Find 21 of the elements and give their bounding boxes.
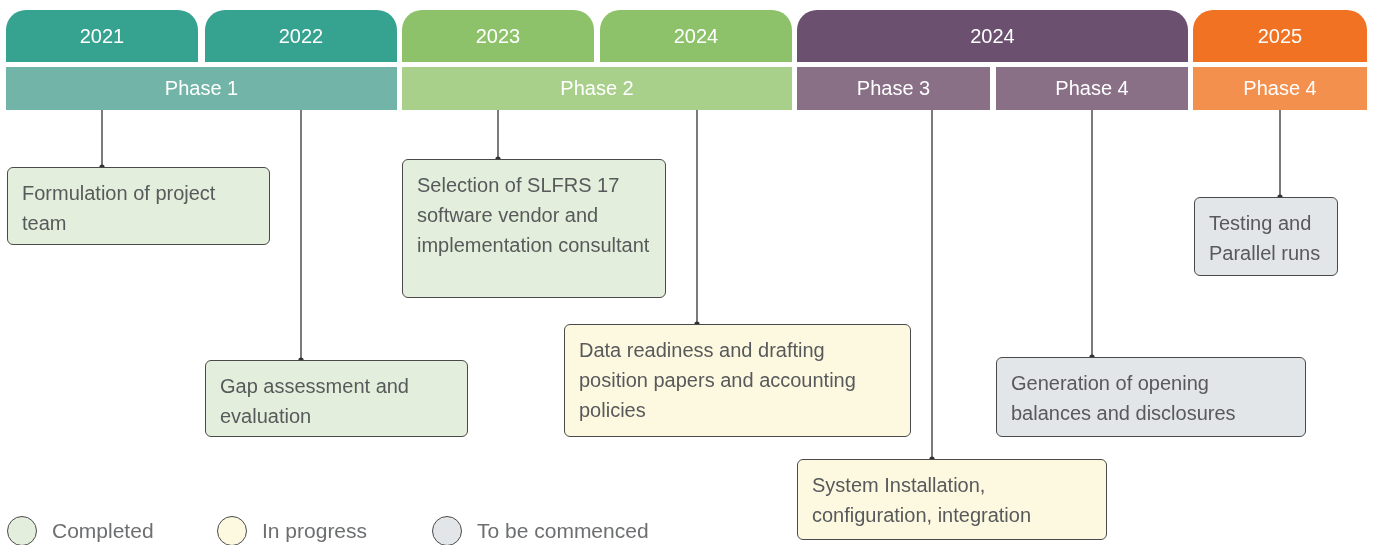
milestone-box: Generation of opening balances and disclosures (996, 357, 1306, 437)
milestone-box: Testing and Parallel runs (1194, 197, 1338, 276)
milestone-box: Data readiness and drafting position papers and accounting policies (564, 324, 911, 437)
milestone-box: Formulation of project team (7, 167, 270, 245)
milestone-box: Selection of SLFRS 17 software vendor and implementation consultant (402, 159, 666, 298)
phase-bar: Phase 4 (1193, 67, 1367, 110)
year-tab: 2024 (600, 10, 792, 62)
year-tab: 2025 (1193, 10, 1367, 62)
phase-bar: Phase 4 (996, 67, 1188, 110)
year-tab: 2023 (402, 10, 594, 62)
legend-label: To be commenced (477, 519, 649, 543)
phase-bar: Phase 2 (402, 67, 792, 110)
phase-bar: Phase 3 (797, 67, 990, 110)
year-tab: 2022 (205, 10, 397, 62)
phase-bar: Phase 1 (6, 67, 397, 110)
year-tab: 2024 (797, 10, 1188, 62)
legend-label: In progress (262, 519, 368, 543)
legend-label: Completed (52, 519, 154, 543)
milestone-box: Gap assessment and evaluation (205, 360, 468, 437)
year-tab: 2021 (6, 10, 198, 62)
milestone-box: System Installation, configuration, integration (797, 459, 1107, 540)
